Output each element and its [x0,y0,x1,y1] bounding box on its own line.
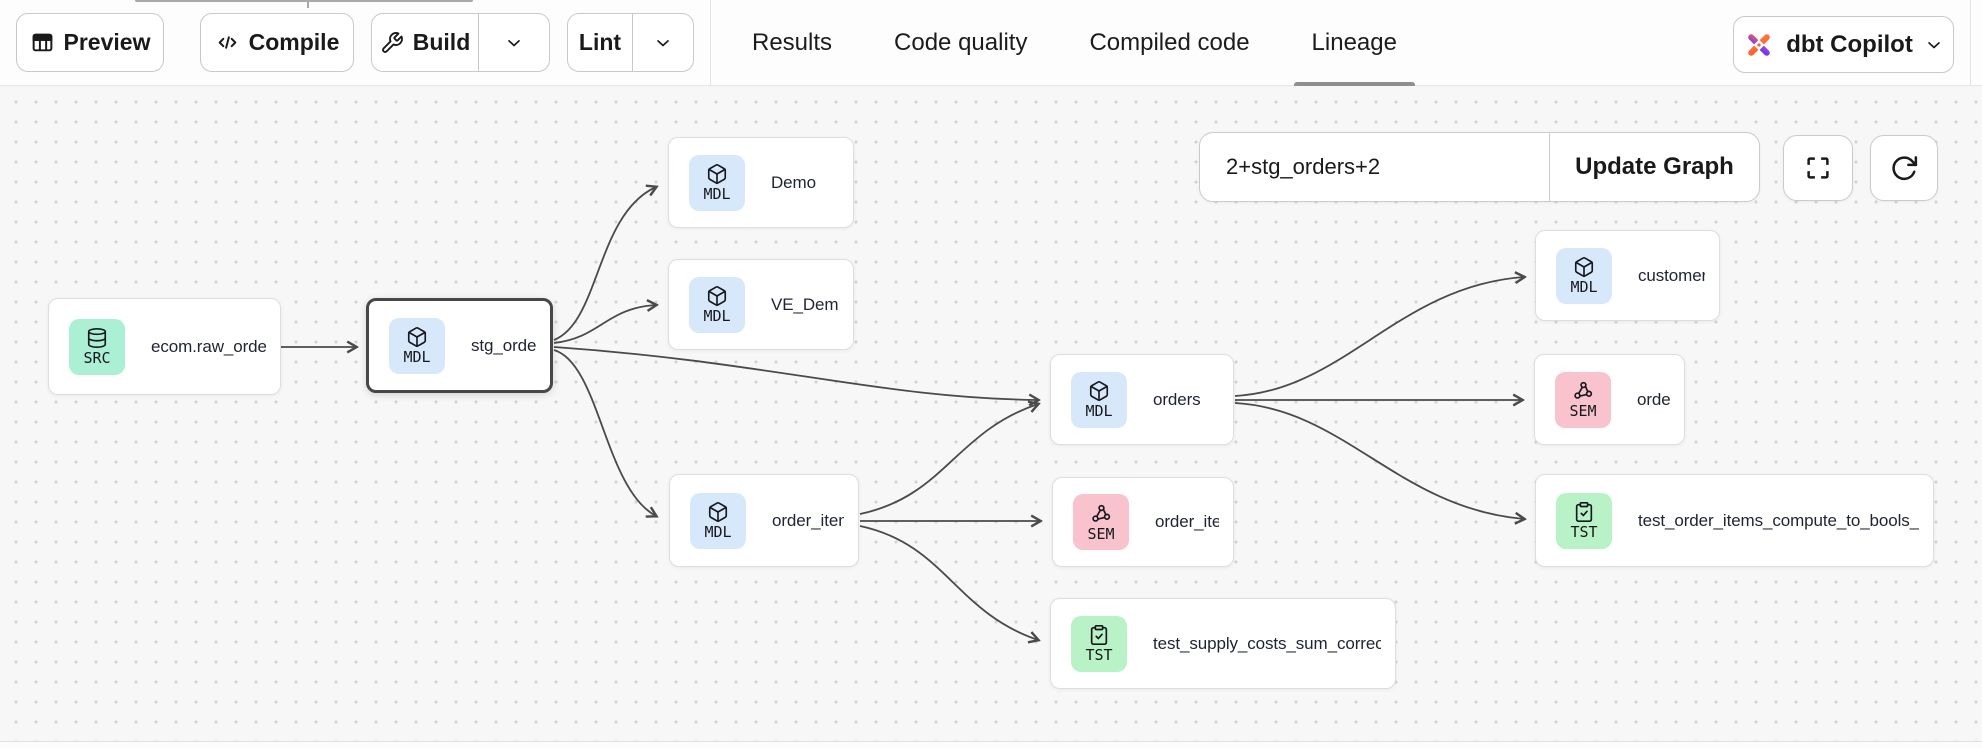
badge-type-label: MDL [704,523,732,541]
node-label: test_supply_costs_sum_correctly [1153,633,1381,653]
nodes-icon [1572,380,1594,402]
lineage-node-test-order-items[interactable]: TST test_order_items_compute_to_bools_c.… [1535,474,1934,567]
clipboard-check-icon [1573,501,1595,523]
node-label: test_order_items_compute_to_bools_c... [1638,510,1919,530]
model-badge: MDL [690,492,746,549]
source-badge: SRC [69,318,125,375]
lineage-node-customers[interactable]: MDL customers [1535,230,1720,321]
lint-button-label: Lint [578,29,622,55]
semantic-badge: SEM [1555,371,1611,428]
maximize-icon [1803,153,1833,183]
badge-type-label: MDL [403,348,431,366]
model-badge: MDL [689,276,745,333]
compile-button[interactable]: Compile [200,13,354,72]
test-badge: TST [1556,492,1612,549]
table-icon [30,30,55,55]
build-button[interactable]: Build [372,14,478,71]
chevron-down-icon [1924,35,1944,55]
chevron-down-icon [653,33,673,53]
tab-lineage[interactable]: Lineage [1293,0,1416,86]
tab-code-quality[interactable]: Code quality [894,29,1028,56]
lineage-node-test-supply-costs[interactable]: TST test_supply_costs_sum_correctly [1050,598,1396,689]
node-label: order_item [1155,512,1219,531]
dbt-copilot-label: dbt Copilot [1786,30,1913,58]
test-badge: TST [1071,615,1127,672]
badge-type-label: SEM [1569,402,1597,420]
dbt-copilot-logo-icon [1743,29,1775,61]
preview-button-label: Preview [63,29,151,55]
node-label: customers [1638,265,1705,285]
lineage-selector-input[interactable] [1200,133,1549,201]
dbt-copilot-button[interactable]: dbt Copilot [1733,16,1954,73]
refresh-button[interactable] [1870,135,1938,201]
lineage-node-ve-demo[interactable]: MDL VE_Demo [668,259,854,350]
lineage-node-demo[interactable]: MDL Demo [668,137,854,228]
lineage-node-orders-semantic[interactable]: SEM orders [1534,354,1685,445]
lint-button[interactable]: Lint [568,14,632,71]
badge-type-label: TST [1085,646,1113,664]
cube-icon [1573,256,1595,278]
node-label: orders [1637,389,1670,409]
badge-type-label: MDL [703,185,731,203]
node-label: orders [1153,389,1201,409]
tab-compiled-code[interactable]: Compiled code [1089,29,1250,56]
badge-type-label: TST [1570,523,1598,541]
lineage-node-order-items[interactable]: MDL order_items [669,474,859,567]
toolbar-divider [710,0,711,85]
lineage-node-orders-model[interactable]: MDL orders [1050,354,1234,445]
clipped-panel-fragment-notch [307,0,309,8]
cube-icon [706,285,728,307]
compile-button-label: Compile [248,29,340,55]
lint-split-button: Lint [567,13,694,72]
build-split-button: Build [371,13,550,72]
bottom-panel-edge [0,741,1982,748]
cube-icon [706,163,728,185]
node-label: Demo [771,172,816,192]
database-icon [86,327,108,349]
build-button-label: Build [412,29,471,55]
update-graph-button[interactable]: Update Graph [1549,133,1759,201]
cube-icon [1088,380,1110,402]
badge-type-label: MDL [703,307,731,325]
code-icon [215,30,240,55]
badge-type-label: SRC [83,349,111,367]
fullscreen-button[interactable] [1783,135,1853,201]
nodes-icon [1090,503,1112,525]
badge-type-label: MDL [1570,278,1598,296]
model-badge: MDL [389,317,445,374]
node-label: stg_orders [471,335,536,355]
model-badge: MDL [1556,247,1612,304]
chevron-down-icon [504,33,524,53]
cube-icon [406,326,428,348]
model-badge: MDL [689,154,745,211]
wrench-icon [380,31,404,55]
node-label: VE_Demo [771,294,839,314]
rotate-cw-icon [1889,153,1919,183]
node-label: order_items [772,510,844,530]
lint-dropdown-toggle[interactable] [632,14,693,71]
lineage-node-stg-orders[interactable]: MDL stg_orders [366,298,553,393]
lineage-selector-group: Update Graph [1199,132,1760,202]
build-dropdown-toggle[interactable] [478,14,549,71]
cube-icon [707,501,729,523]
badge-type-label: SEM [1087,524,1115,543]
editor-toolbar: Preview Compile Build Lint [0,0,1982,86]
tab-results[interactable]: Results [752,29,833,56]
clipped-panel-fragment [135,0,473,2]
clipboard-check-icon [1088,624,1110,646]
result-panel-tabs: Results Code quality Compiled code Linea… [750,0,1416,86]
semantic-badge: SEM [1073,494,1129,550]
node-label: ecom.raw_orders [151,336,266,356]
toolbar-divider [1970,0,1971,85]
preview-button[interactable]: Preview [16,13,164,72]
lineage-node-ecom-raw-orders[interactable]: SRC ecom.raw_orders [48,298,281,395]
badge-type-label: MDL [1085,402,1113,420]
model-badge: MDL [1071,371,1127,428]
lineage-node-order-item-semantic[interactable]: SEM order_item [1052,477,1234,567]
